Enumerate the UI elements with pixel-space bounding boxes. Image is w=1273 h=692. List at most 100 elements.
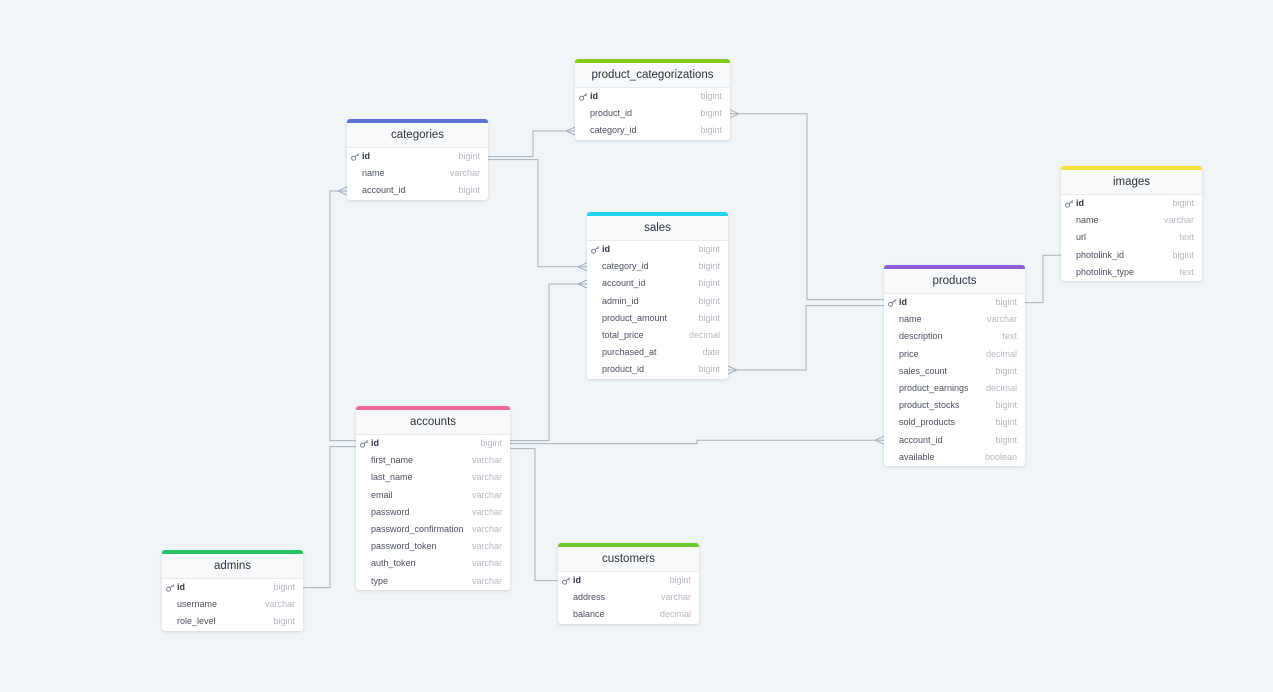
field-type: bigint	[698, 295, 720, 306]
field-name: account_id	[362, 185, 406, 196]
edge-products-images	[1025, 254, 1061, 304]
crow-foot-icon	[577, 262, 588, 272]
field-row[interactable]: url text	[1061, 229, 1202, 246]
field-name: role_level	[177, 616, 216, 627]
field-type: varchar	[471, 455, 502, 466]
key-icon	[166, 579, 176, 596]
table-title[interactable]: accounts	[356, 410, 510, 435]
field-type: bigint	[700, 108, 722, 119]
field-type: bigint	[995, 434, 1017, 445]
table-title[interactable]: admins	[162, 554, 303, 579]
field-name: name	[362, 168, 385, 179]
field-type: decimal	[985, 382, 1017, 393]
field-type: varchar	[1163, 215, 1194, 226]
field-name: url	[1076, 232, 1087, 243]
table-accent-bar	[162, 550, 303, 554]
field-name: photolink_type	[1076, 266, 1135, 277]
crow-foot-icon	[565, 126, 576, 136]
field-row[interactable]: admin_id bigint	[587, 293, 728, 310]
table-title[interactable]: categories	[347, 123, 488, 148]
table-accent-bar	[587, 212, 728, 216]
field-name: last_name	[371, 472, 413, 483]
field-type: varchar	[986, 314, 1017, 325]
field-type: bigint	[458, 151, 480, 161]
field-type: bigint	[700, 91, 722, 101]
table-title[interactable]: product_categorizations	[575, 63, 730, 88]
table-accent-bar	[1061, 166, 1202, 170]
table-title[interactable]: images	[1061, 170, 1202, 195]
field-row[interactable]: name varchar	[1061, 212, 1202, 229]
field-row[interactable]: product_id bigint	[575, 105, 730, 122]
table-accent-bar	[575, 59, 730, 63]
key-icon	[360, 435, 370, 452]
table-title[interactable]: customers	[558, 547, 699, 572]
field-name: category_id	[602, 261, 649, 272]
field-name: id	[362, 151, 370, 161]
field-type: bigint	[1172, 198, 1194, 208]
edge-categories-product-categorizations	[488, 130, 575, 158]
field-name: purchased_at	[602, 347, 657, 358]
field-row[interactable]: id bigint	[347, 148, 488, 165]
field-name: name	[1076, 215, 1099, 226]
field-name: account_id	[602, 278, 646, 289]
field-name: id	[602, 244, 610, 254]
field-name: product_id	[590, 108, 633, 119]
field-type: bigint	[995, 365, 1017, 376]
table-title[interactable]: sales	[587, 216, 728, 241]
edge-accounts-customers	[510, 448, 558, 582]
field-name: id	[371, 438, 379, 448]
field-name: admin_id	[602, 295, 639, 306]
table-title[interactable]: products	[884, 269, 1025, 294]
field-name: price	[899, 348, 919, 359]
field-type: text	[1179, 232, 1194, 243]
